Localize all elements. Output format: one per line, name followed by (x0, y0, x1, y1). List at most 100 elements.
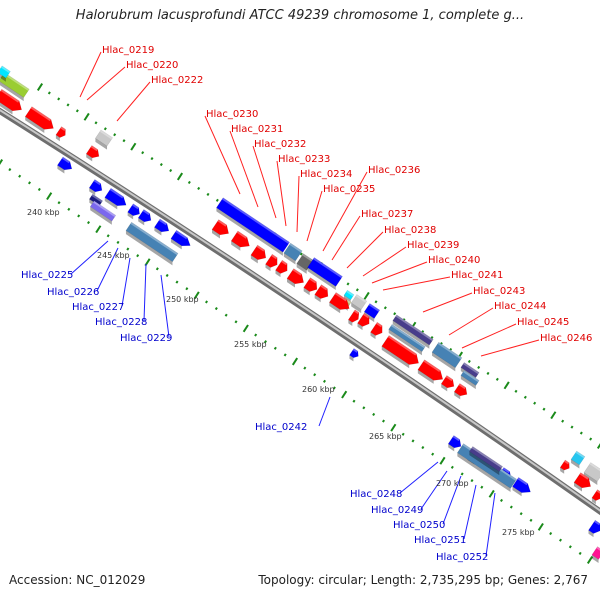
minor-tick (561, 419, 565, 423)
major-tick (503, 381, 510, 390)
gene-label-Hlac_0222[interactable]: Hlac_0222 (151, 75, 203, 86)
scale-label-270: 270 kbp (436, 479, 469, 488)
feature-forward-cds (154, 218, 170, 236)
feature-forward-cds (88, 179, 103, 196)
gene-label-Hlac_0244[interactable]: Hlac_0244 (494, 301, 546, 312)
gene-label-Hlac_0228[interactable]: Hlac_0228 (95, 317, 147, 328)
leader-line (143, 263, 147, 322)
feature-forward-cds (57, 156, 73, 174)
gene-label-Hlac_0250[interactable]: Hlac_0250 (393, 520, 445, 531)
minor-tick (579, 431, 583, 435)
leader-line (318, 396, 331, 427)
minor-tick (175, 280, 179, 284)
feature-forward-cds (512, 477, 531, 497)
minor-tick (589, 437, 593, 441)
feature-forward-cds (127, 203, 140, 220)
leader-line (322, 171, 368, 252)
gene-label-Hlac_0232[interactable]: Hlac_0232 (254, 139, 306, 150)
leader-line (346, 231, 384, 269)
leader-line (480, 339, 540, 357)
feature-forward-cds (137, 209, 152, 226)
minor-tick (136, 254, 140, 258)
gene-label-Hlac_0236[interactable]: Hlac_0236 (368, 165, 420, 176)
minor-tick (234, 320, 238, 324)
feature-darkslate (392, 314, 434, 349)
gene-label-Hlac_0235[interactable]: Hlac_0235 (323, 184, 375, 195)
minor-tick (559, 538, 562, 542)
major-tick (242, 324, 249, 333)
minor-tick (568, 545, 572, 549)
gene-label-Hlac_0251[interactable]: Hlac_0251 (414, 535, 466, 546)
map-title: Halorubrum lacusprofundi ATCC 49239 chro… (75, 8, 525, 23)
leader-line (485, 492, 496, 557)
leader-line (252, 145, 277, 219)
minor-tick (206, 192, 210, 196)
feature-forward-cds (170, 229, 191, 250)
gene-label-Hlac_0239[interactable]: Hlac_0239 (407, 240, 459, 251)
gene-label-Hlac_0231[interactable]: Hlac_0231 (231, 124, 283, 135)
feature-steelblue (388, 324, 426, 356)
gene-label-Hlac_0240[interactable]: Hlac_0240 (428, 255, 480, 266)
minor-tick (467, 359, 471, 364)
minor-tick (116, 240, 120, 244)
gene-label-Hlac_0245[interactable]: Hlac_0245 (517, 317, 569, 328)
genome-summary-text: Topology: circular; Length: 2,735,295 bp… (258, 573, 588, 587)
minor-tick (150, 157, 154, 161)
gene-label-Hlac_0219[interactable]: Hlac_0219 (102, 45, 154, 56)
major-tick (596, 443, 600, 449)
minor-tick (549, 531, 553, 536)
minor-tick (187, 180, 191, 185)
minor-tick (165, 273, 169, 278)
leader-line (461, 323, 517, 349)
minor-tick (529, 518, 533, 522)
major-tick (0, 159, 4, 165)
minor-tick (382, 419, 385, 423)
minor-tick (87, 220, 90, 225)
leader-line (331, 215, 361, 261)
gene-label-Hlac_0234[interactable]: Hlac_0234 (300, 169, 352, 180)
leader-line (448, 307, 494, 336)
leader-line (86, 66, 126, 101)
minor-tick (509, 505, 513, 509)
gene-label-Hlac_0246[interactable]: Hlac_0246 (540, 333, 592, 344)
gene-label-Hlac_0230[interactable]: Hlac_0230 (206, 109, 258, 120)
major-tick (176, 172, 184, 181)
gene-label-Hlac_0225[interactable]: Hlac_0225 (21, 270, 73, 281)
feature-reverse-cds (230, 230, 250, 251)
gene-label-Hlac_0249[interactable]: Hlac_0249 (371, 505, 423, 516)
gene-label-Hlac_0229[interactable]: Hlac_0229 (120, 333, 172, 344)
gene-label-Hlac_0248[interactable]: Hlac_0248 (350, 489, 402, 500)
minor-tick (159, 163, 163, 167)
gene-label-Hlac_0243[interactable]: Hlac_0243 (473, 286, 525, 297)
leader-line (276, 160, 287, 227)
minor-tick (355, 288, 359, 292)
feature-darkslate (469, 446, 503, 476)
gene-labels: Hlac_0219 Hlac_0220 Hlac_0222 Hlac_0230 … (21, 45, 592, 563)
gene-label-Hlac_0220[interactable]: Hlac_0220 (126, 60, 178, 71)
minor-tick (401, 432, 405, 436)
label-leader-lines (70, 51, 540, 557)
major-tick (193, 291, 200, 300)
feature-forward-cds (349, 348, 359, 362)
minor-tick (214, 307, 218, 311)
feature-deepskyblue (570, 450, 586, 469)
gene-label-Hlac_0238[interactable]: Hlac_0238 (384, 225, 436, 236)
leader-line (296, 175, 300, 233)
minor-tick (205, 300, 208, 304)
gene-label-Hlac_0242[interactable]: Hlac_0242 (255, 422, 307, 433)
gene-label-Hlac_0252[interactable]: Hlac_0252 (436, 552, 488, 563)
minor-tick (346, 282, 350, 286)
minor-tick (113, 133, 117, 137)
minor-tick (519, 512, 523, 516)
gene-label-Hlac_0237[interactable]: Hlac_0237 (361, 209, 413, 220)
gene-label-Hlac_0226[interactable]: Hlac_0226 (47, 287, 99, 298)
gene-label-Hlac_0233[interactable]: Hlac_0233 (278, 154, 330, 165)
scale-label-265: 265 kbp (369, 432, 402, 441)
minor-tick (533, 401, 537, 405)
minor-tick (141, 151, 145, 155)
leader-line (229, 130, 259, 208)
minor-tick (47, 91, 51, 95)
gene-label-Hlac_0227[interactable]: Hlac_0227 (72, 302, 124, 313)
gene-label-Hlac_0241[interactable]: Hlac_0241 (451, 270, 503, 281)
